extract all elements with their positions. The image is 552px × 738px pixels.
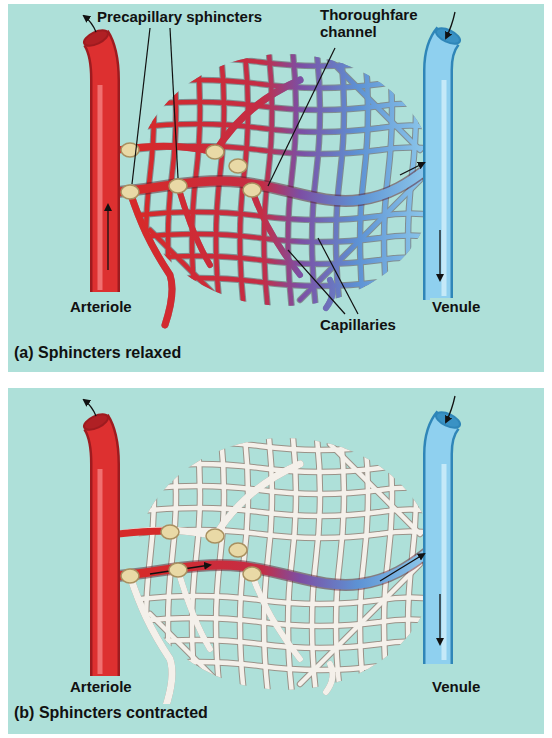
ellipse-shape	[243, 567, 261, 581]
ellipse-shape	[161, 525, 179, 539]
g-shape	[121, 525, 261, 583]
ellipse-shape	[229, 159, 247, 173]
use-shape	[118, 168, 428, 201]
path-shape	[96, 422, 105, 676]
use-shape	[118, 45, 440, 325]
g-shape	[132, 28, 358, 314]
callout-label: Precapillary sphincters	[95, 8, 264, 25]
path-shape	[96, 38, 105, 292]
use-shape	[118, 45, 440, 325]
path-shape	[442, 464, 447, 660]
line-shape	[132, 28, 150, 184]
rect-shape	[8, 4, 544, 372]
use-shape	[118, 552, 428, 585]
panel-contracted	[8, 388, 544, 734]
line-shape	[318, 238, 358, 314]
vessel-label: Arteriole	[68, 678, 134, 695]
panel-relaxed	[8, 4, 544, 372]
path-shape	[118, 531, 165, 534]
path-shape	[438, 420, 448, 664]
callout-label: Capillaries	[318, 316, 398, 333]
path-shape	[98, 469, 103, 674]
path-shape	[380, 554, 424, 581]
ellipse-shape	[243, 183, 261, 197]
ellipse-shape	[169, 563, 187, 577]
line-shape	[170, 28, 178, 178]
g-shape	[82, 396, 463, 709]
ellipse-shape	[121, 569, 139, 583]
path-shape	[84, 400, 96, 416]
path-shape	[96, 38, 105, 292]
path-shape	[107, 205, 108, 270]
path-shape	[446, 12, 455, 38]
path-shape	[439, 594, 440, 644]
path-shape	[438, 36, 448, 300]
path-shape	[439, 230, 440, 280]
line-shape	[268, 48, 335, 186]
ellipse-shape	[169, 179, 187, 193]
ellipse-shape	[229, 543, 247, 557]
ellipse-shape	[206, 145, 224, 159]
path-shape	[442, 80, 447, 296]
vessel-label: Venule	[430, 298, 482, 315]
g-shape	[121, 143, 261, 199]
use-shape	[118, 552, 428, 585]
path-shape	[438, 36, 448, 300]
ellipse-shape	[206, 529, 224, 543]
line-shape	[288, 250, 345, 314]
callout-label: Thoroughfare channel	[318, 6, 422, 41]
panel-caption: (b) Sphincters contracted	[12, 704, 210, 722]
use-shape	[118, 429, 440, 709]
path-shape	[98, 85, 103, 290]
path-shape	[438, 420, 448, 664]
path-shape	[96, 422, 105, 676]
vessel-label: Arteriole	[68, 298, 134, 315]
ellipse-shape	[121, 185, 139, 199]
ellipse-shape	[434, 25, 463, 47]
vessel-label: Venule	[430, 678, 482, 695]
use-shape	[118, 429, 440, 709]
ellipse-shape	[434, 409, 463, 431]
panel-caption: (a) Sphincters relaxed	[12, 344, 183, 362]
use-shape	[118, 168, 428, 201]
path-shape	[400, 163, 424, 175]
path-shape	[446, 396, 455, 422]
rect-shape	[8, 388, 544, 734]
